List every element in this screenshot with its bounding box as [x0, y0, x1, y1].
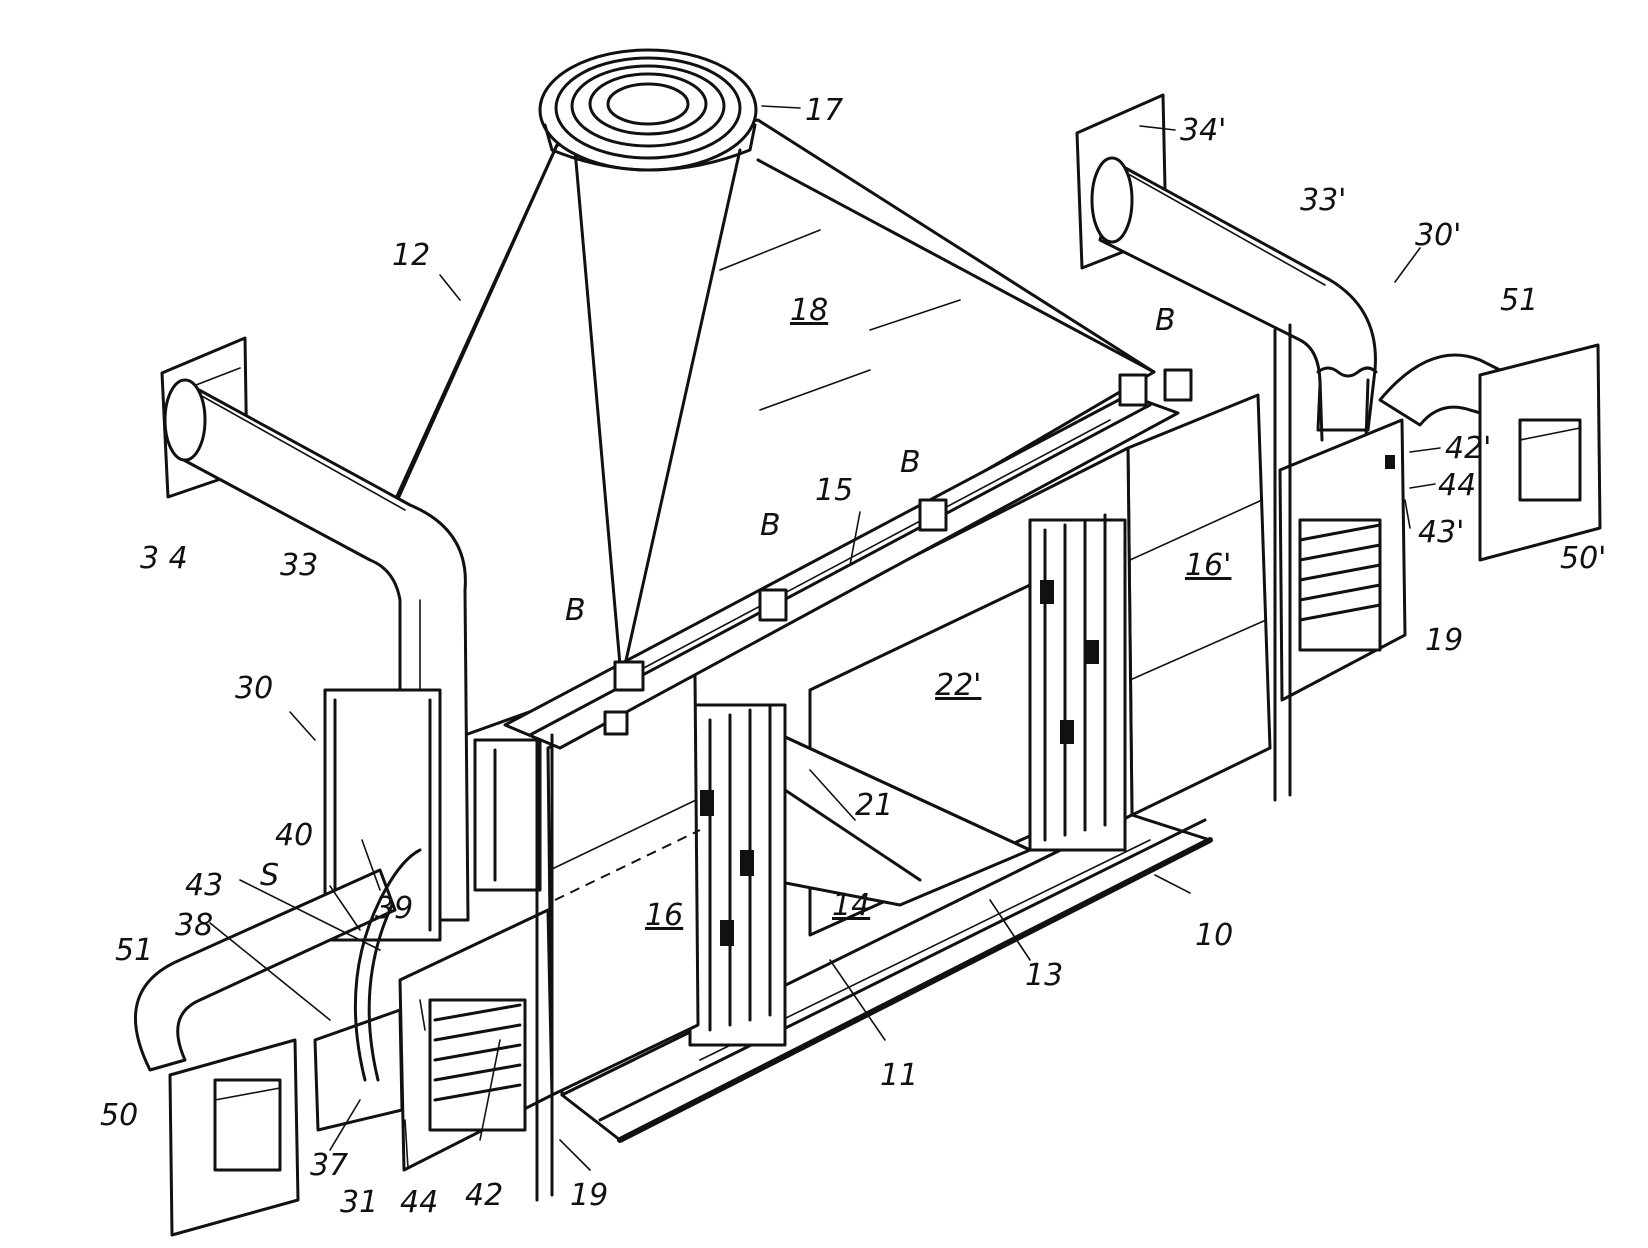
wall-box-50-prime — [1480, 345, 1600, 560]
label-b-2: B — [760, 508, 781, 543]
enclosure-16-prime — [1128, 395, 1270, 815]
label-11: 11 — [880, 1058, 918, 1093]
label-42-prime: 42' — [1445, 431, 1491, 466]
label-b-4: B — [1155, 303, 1176, 338]
label-19-left: 19 — [570, 1178, 608, 1213]
bracket-b-2 — [760, 590, 786, 620]
label-b-3: B — [900, 445, 921, 480]
label-13: 13 — [1025, 958, 1063, 993]
louver-42 — [430, 1000, 525, 1130]
label-34: 3 4 — [140, 541, 188, 576]
label-38: 38 — [175, 908, 213, 943]
wall-box-50 — [170, 1040, 298, 1235]
label-43: 43 — [185, 868, 223, 903]
label-40: 40 — [275, 818, 313, 853]
label-33: 33 — [280, 548, 318, 583]
label-18: 18 — [790, 293, 828, 328]
label-44-prime: 44' — [1438, 468, 1484, 503]
label-50: 50 — [100, 1098, 138, 1133]
label-10: 10 — [1195, 918, 1233, 953]
bracket-b-4 — [1120, 370, 1191, 405]
label-22-prime: 22' — [935, 668, 981, 703]
label-51-right: 51 — [1500, 283, 1538, 318]
label-19-right: 19 — [1425, 623, 1463, 658]
label-16-prime: 16' — [1185, 548, 1231, 583]
label-s: S — [260, 858, 279, 893]
label-17: 17 — [805, 93, 843, 128]
label-43-prime: 43' — [1418, 515, 1464, 550]
label-14: 14 — [832, 888, 870, 923]
label-39: 39 — [375, 891, 413, 926]
curtain-columns-left — [690, 705, 785, 1045]
curtain-columns-right — [1030, 515, 1125, 850]
label-33-prime: 33' — [1300, 183, 1346, 218]
label-16: 16 — [645, 898, 683, 933]
label-44: 44 — [400, 1185, 438, 1220]
label-50-prime: 50' — [1560, 541, 1606, 576]
label-31: 31 — [340, 1185, 378, 1220]
label-42: 42 — [465, 1178, 503, 1213]
ring-17 — [540, 50, 756, 170]
bracket-b-3 — [920, 500, 946, 530]
label-51-left: 51 — [115, 933, 153, 968]
louver-right — [1300, 520, 1380, 650]
label-30: 30 — [235, 671, 273, 706]
front-panel-31 — [400, 910, 552, 1170]
label-15: 15 — [815, 473, 853, 508]
label-37: 37 — [310, 1148, 348, 1183]
label-30-prime: 30' — [1415, 218, 1461, 253]
label-21: 21 — [855, 788, 893, 823]
label-b-1: B — [565, 593, 586, 628]
label-34-prime: 34' — [1180, 113, 1226, 148]
label-12: 12 — [392, 238, 430, 273]
